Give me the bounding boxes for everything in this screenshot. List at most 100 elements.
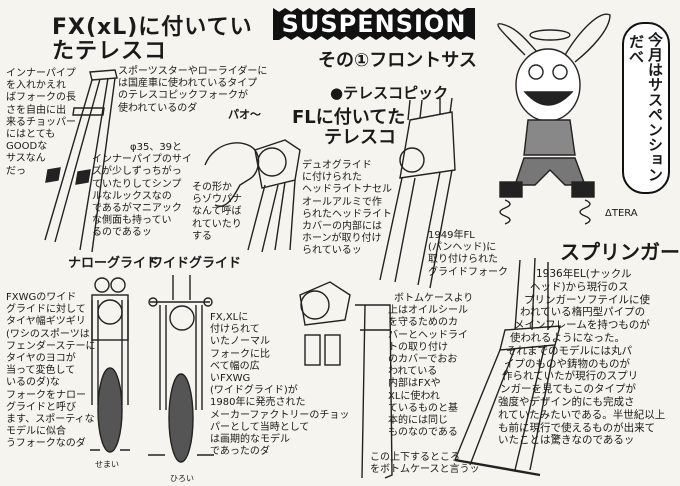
note-springer: 1936年EL(ナックルヘッド)から現行のスプリンガーソフテイルに使われている楕… [498, 268, 665, 447]
subtitle: その①フロントサス [318, 50, 477, 71]
text-line: デュオグライド [302, 160, 372, 171]
text-line: タイヤのヨコが [6, 352, 76, 364]
text-line: な側面も持ってい [92, 215, 172, 227]
text-line: 内部はFXや [388, 378, 441, 390]
fx-telescopic-fork-drawing [44, 69, 118, 253]
text-line: いたノーマル [210, 336, 270, 348]
text-line: (パンヘッド)に [428, 242, 497, 254]
note-sportster: スポーツスターやローライダーには国産車に使われているタイプのテレスコピックフォー… [118, 66, 267, 115]
text-line: インナーパイプのサイ [92, 154, 192, 166]
text-line: 強度やデザイン的にも完成さ [498, 395, 635, 408]
text-line: 1949年FL [428, 230, 475, 241]
note-bottom-case: ボトムケースより上はオイルシールを守るためのカバーとヘッドライトの取り付けのカバ… [388, 293, 473, 439]
text-line: ものなのである [388, 427, 458, 439]
text-line: モデルに似合 [6, 426, 66, 438]
text-line: 当って変色して [6, 365, 76, 377]
fl-telescopic-title: FLに付いてた テレスコ [292, 108, 405, 148]
text-line: いるのダ)な [6, 377, 60, 389]
text-line: を入れかえれ [6, 80, 66, 92]
text-line: は画期的なモデル [210, 433, 290, 445]
text-line: XLに使われ [388, 390, 440, 402]
text-line: 上はオイルシール [388, 305, 468, 317]
text-line: 付けられて [210, 324, 260, 336]
text-line: であったのダ [210, 446, 270, 458]
note-elephant: その形からゾウパナなんて呼ばれていたりする [192, 182, 242, 243]
text-line: いたことは驚きなのであるッ [498, 434, 635, 447]
text-line: 1980年に発売された [210, 397, 306, 409]
section-telescopic: ●テレスコピック [330, 84, 449, 102]
text-line: GOODな [6, 141, 48, 153]
label-wide-glide: ワイドグライド [150, 256, 242, 271]
text-line: ていたりしてシンプ [92, 178, 182, 190]
text-line: ヘッドライトナセル [302, 184, 392, 196]
text-line: であるがマニアック [92, 202, 182, 214]
text-line: れていたり [192, 218, 242, 230]
title-line: たテレスコ [52, 39, 168, 65]
text-line: カバーの内部には [302, 220, 382, 232]
text-line: ているものと基 [388, 402, 458, 414]
text-line: インナーパイプ [6, 68, 76, 79]
text-line: だっ [6, 165, 26, 177]
text-line: スポーツスターやローライダーに [118, 66, 268, 77]
text-line: ばフォークの長 [6, 92, 76, 104]
speech-text: 今月はサスペンション [646, 32, 664, 182]
text-line: バーとヘッドライ [388, 329, 468, 341]
text-line: ルなルックスなの [92, 190, 172, 202]
text-line: れていたみたいである。半世紀以上 [498, 408, 666, 421]
text-line: フォークに比 [210, 348, 270, 360]
text-line: フェンダーステーに [6, 340, 96, 352]
note-fx-xl: FX,XLに付けられていたノーマルフォークに比べて幅の広いFXWG(ワイドグライ… [210, 312, 349, 458]
text-line: さを自由に出 [6, 104, 66, 116]
text-line: (ワシのスポーツは [6, 328, 90, 340]
text-line: この上下するところ [370, 452, 460, 463]
text-line: それまでのモデルには丸パ [506, 344, 632, 357]
text-line: ホーンが取り付け [302, 233, 382, 245]
text-line: うフォークなのダ [6, 438, 86, 450]
narrow-glide-drawing [91, 277, 129, 453]
text-line: 1936年EL(ナックル [536, 268, 632, 280]
title-line: FLに付いてた [292, 107, 406, 128]
text-line: われている [388, 366, 438, 378]
title-line: テレスコ [324, 126, 396, 148]
text-line: 作られていたが現行のスプリ [502, 370, 639, 383]
text-line: ます、スポーティな [6, 413, 95, 425]
text-line: 取り付けられた [428, 254, 498, 266]
text-line: 来るチョッパー [6, 116, 76, 128]
label-wide: ひろい [170, 474, 194, 483]
text-line: のテレスコピックフォークが [118, 90, 248, 102]
text-line: るのであるッ [92, 227, 152, 239]
text-line: FXWGのワイド [6, 292, 77, 303]
text-line: メインフレームを持つものが [514, 319, 650, 332]
text-line: をボトムケースと言うッ [370, 464, 480, 476]
note-size: φ35、39とインナーパイプのサイズが少しずっちがっていたりしてシンプルなルック… [92, 142, 192, 240]
text-line: は国産車に使われているタイプ [118, 78, 258, 90]
text-line: (ワイドグライド)が [210, 385, 298, 397]
text-line: φ35、39と [130, 142, 183, 153]
wide-glide-drawing [90, 275, 214, 463]
text-line: を守るためのカ [388, 317, 458, 329]
bottom-case-fork-drawing [299, 281, 393, 479]
text-line: その形か [192, 182, 232, 193]
title-line: FX(xL)に付いてい [52, 15, 253, 40]
text-line: られたヘッドライト [302, 208, 392, 220]
signature: ΔTERA [605, 208, 638, 219]
text-line: フォークをナロー [6, 389, 86, 401]
text-line: も前に現行で使えるものが出来て [498, 421, 656, 434]
text-line: する [192, 230, 212, 242]
text-line: イプのものや鋳物のものが [504, 357, 630, 370]
text-line: ヘッド)から現行のス [530, 280, 629, 293]
fx-telescopic-title: FX(xL)に付いてい たテレスコ [52, 15, 253, 65]
springer-fork-drawing [454, 257, 561, 477]
note-1949: 1949年FL(パンヘッド)に取り付けられたグライドフォーク [428, 230, 508, 279]
text-line: FX,XLに [210, 312, 249, 323]
text-line: メーカーファクトリーのチョッ [210, 409, 350, 421]
speech-text: だべ [627, 34, 645, 64]
text-line: トの取り付け [388, 341, 448, 353]
text-line: なんて呼ば [192, 206, 242, 218]
text-line: プリンガーソフテイルに使 [524, 293, 650, 306]
text-line: グライドに対して [6, 304, 86, 316]
text-line: らゾウパナ [192, 194, 242, 206]
mascot-character-drawing [497, 13, 611, 225]
